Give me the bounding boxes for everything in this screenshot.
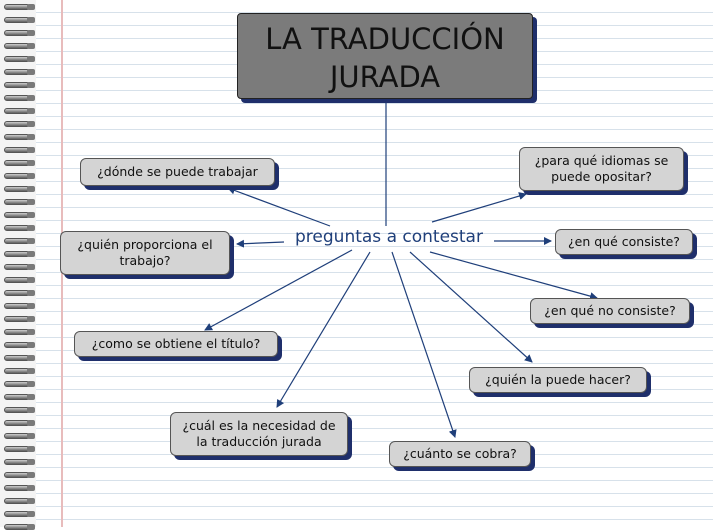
spiral-ring xyxy=(4,160,35,166)
node-quien-hacer: ¿quién la puede hacer? xyxy=(469,367,647,393)
link-to-no-consiste xyxy=(429,251,598,300)
spiral-ring xyxy=(4,511,35,517)
spiral-ring xyxy=(4,4,35,10)
title-line-2: JURADA xyxy=(329,60,441,94)
spiral-ring xyxy=(4,199,35,205)
spiral-ring xyxy=(4,186,35,192)
spiral-ring xyxy=(4,173,35,179)
spiral-ring xyxy=(4,147,35,153)
spiral-ring xyxy=(4,329,35,335)
node-quien-proporciona: ¿quién proporciona el trabajo? xyxy=(60,231,230,275)
link-to-cuanto xyxy=(391,251,457,438)
spiral-ring xyxy=(4,121,35,127)
spiral-ring xyxy=(4,264,35,270)
spiral-ring xyxy=(4,446,35,452)
node-donde-trabajar: ¿dónde se puede trabajar xyxy=(80,158,275,186)
spiral-ring xyxy=(4,277,35,283)
spiral-ring xyxy=(4,303,35,309)
link-to-quien-hacer xyxy=(409,251,533,363)
node-cuanto-cobra: ¿cuánto se cobra? xyxy=(389,441,531,467)
spiral-ring xyxy=(4,433,35,439)
spiral-ring xyxy=(4,342,35,348)
spiral-ring xyxy=(4,420,35,426)
spiral-ring xyxy=(4,17,35,23)
spiral-ring xyxy=(4,82,35,88)
spiral-ring xyxy=(4,30,35,36)
spiral-ring xyxy=(4,394,35,400)
hub-label: preguntas a contestar xyxy=(295,227,483,247)
notebook-spiral xyxy=(0,0,36,530)
title-line-1: LA TRADUCCIÓN xyxy=(265,22,505,56)
spiral-ring xyxy=(4,134,35,140)
spiral-ring xyxy=(4,108,35,114)
link-to-donde xyxy=(227,186,331,227)
spiral-ring xyxy=(4,355,35,361)
node-como-titulo: ¿como se obtiene el título? xyxy=(74,331,278,357)
link-to-como-titulo xyxy=(204,249,353,331)
spiral-ring xyxy=(4,316,35,322)
spiral-ring xyxy=(4,485,35,491)
node-no-consiste: ¿en qué no consiste? xyxy=(530,298,690,324)
node-necesidad: ¿cuál es la necesidad de la traducción j… xyxy=(170,412,348,456)
spiral-ring xyxy=(4,225,35,231)
spiral-ring xyxy=(4,95,35,101)
spiral-ring xyxy=(4,472,35,478)
node-en-que-consiste: ¿en qué consiste? xyxy=(555,229,693,255)
spiral-ring xyxy=(4,407,35,413)
node-idiomas: ¿para qué idiomas se puede opositar? xyxy=(519,147,684,191)
spiral-ring xyxy=(4,56,35,62)
spiral-ring xyxy=(4,498,35,504)
main-title-box: LA TRADUCCIÓN JURADA xyxy=(237,13,533,99)
spiral-ring xyxy=(4,43,35,49)
spiral-ring xyxy=(4,290,35,296)
link-to-idiomas xyxy=(431,192,527,223)
spiral-ring xyxy=(4,69,35,75)
spiral-ring xyxy=(4,368,35,374)
link-to-quien-proporciona xyxy=(236,239,285,248)
spiral-ring xyxy=(4,459,35,465)
spiral-ring xyxy=(4,251,35,257)
spiral-ring xyxy=(4,381,35,387)
spiral-ring xyxy=(4,238,35,244)
link-to-necesidad xyxy=(276,251,371,408)
spiral-ring xyxy=(4,212,35,218)
